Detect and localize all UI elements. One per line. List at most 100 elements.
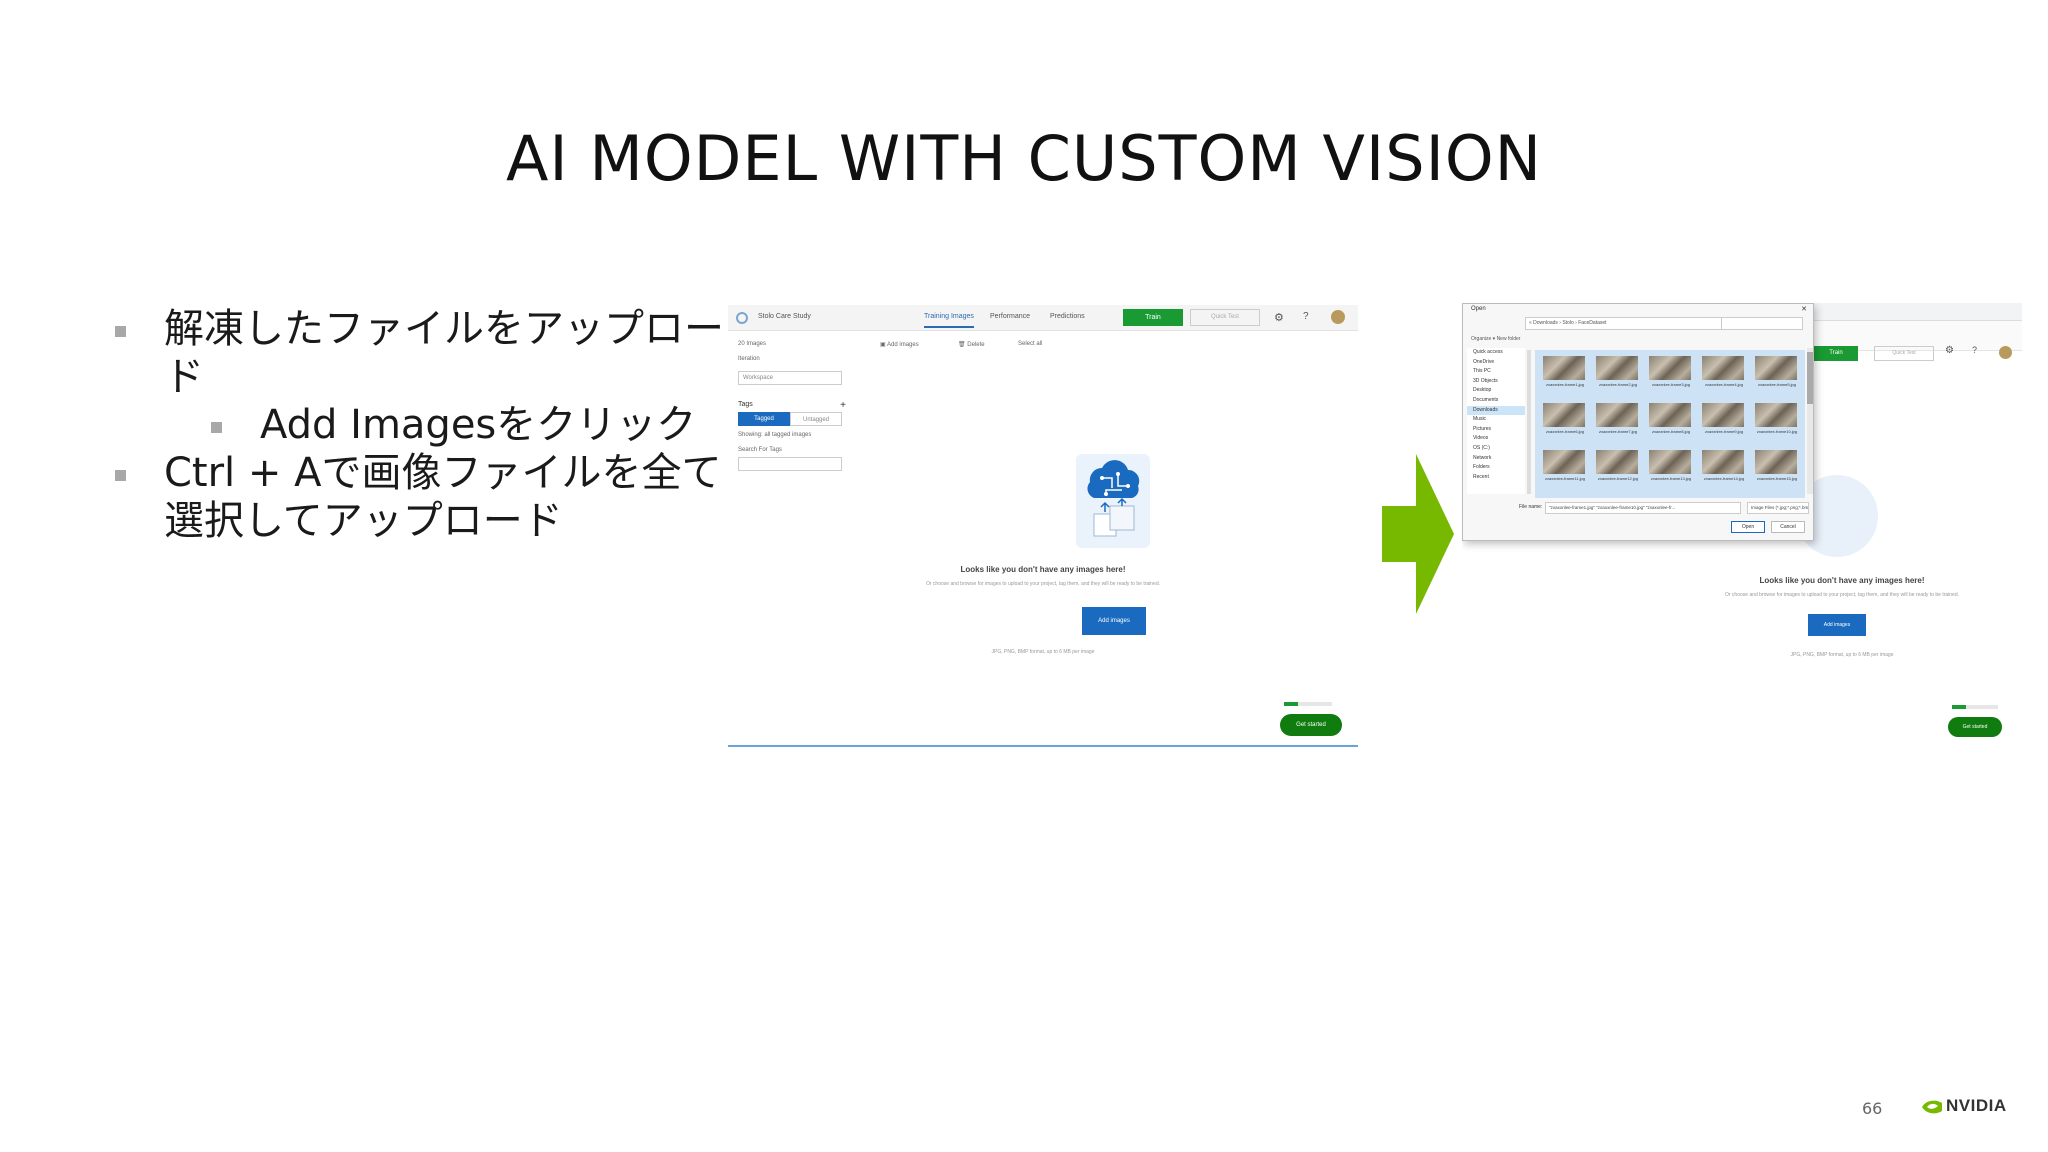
add-images-toolbar-label: Add images — [887, 342, 919, 348]
file-name-label: zxaxxnlee-frame2.jpg — [1598, 382, 1638, 387]
bullet-marker — [115, 470, 126, 481]
file-name-label: zxaxxnlee-frame6.jpg — [1545, 429, 1585, 434]
delete-toolbar-button[interactable]: 🗑 Delete — [958, 342, 985, 348]
quick-test-button[interactable]: Quick Test — [1190, 309, 1260, 326]
file-name-label: zxaxxnlee-frame3.jpg — [1651, 382, 1691, 387]
nav-item[interactable]: Desktop — [1473, 387, 1492, 394]
tagged-toggle[interactable]: Tagged — [738, 412, 790, 426]
app-header: Stolo Care Study Training Images Perform… — [728, 305, 1358, 331]
nav-item[interactable]: OneDrive — [1473, 358, 1495, 365]
file-thumbnail[interactable]: zxaxxnlee-frame5.jpg — [1755, 356, 1799, 398]
image-thumbnail — [1649, 356, 1691, 380]
file-thumbnail[interactable]: zxaxxnlee-frame12.jpg — [1596, 450, 1640, 492]
avatar[interactable] — [1331, 310, 1345, 324]
dialog-toolbar[interactable]: Organize ▾ New folder — [1471, 336, 1521, 342]
nav-item[interactable]: Recent — [1473, 473, 1489, 480]
file-thumbnail[interactable]: zxaxxnlee-frame13.jpg — [1649, 450, 1693, 492]
add-tag-icon[interactable]: + — [840, 400, 846, 411]
formats-note: JPG, PNG, BMP format, up to 6 MB per ima… — [991, 649, 1095, 655]
add-images-toolbar-button[interactable]: ▣ Add images — [880, 342, 919, 348]
file-thumbnail[interactable]: zxaxxnlee-frame4.jpg — [1702, 356, 1746, 398]
file-grid: zxaxxnlee-frame1.jpg zxaxxnlee-frame2.jpg… — [1535, 350, 1805, 498]
nav-item[interactable]: OS (C:) — [1473, 444, 1490, 451]
file-type-select[interactable]: Image Files (*.jpg;*.png;*.bmp) — [1747, 502, 1809, 514]
search-tags-label: Search For Tags — [738, 447, 782, 453]
nav-item[interactable]: Folders — [1473, 464, 1490, 471]
train-button[interactable]: Train — [1123, 309, 1183, 326]
nav-item[interactable]: Downloads — [1467, 405, 1525, 416]
onboarding-progress-fill — [1952, 705, 1966, 709]
project-name: Stolo Care Study — [758, 313, 811, 320]
empty-state-heading: Looks like you don't have any images her… — [1759, 576, 1925, 585]
file-thumbnail[interactable]: zxaxxnlee-frame11.jpg — [1543, 450, 1587, 492]
nav-item[interactable]: This PC — [1473, 368, 1491, 375]
sidebar: 20 Images Iteration Workspace Tags + Tag… — [738, 341, 850, 471]
file-open-dialog: Open ✕ « Downloads › Stolo › FaceDataset… — [1462, 303, 1814, 541]
file-thumbnail[interactable]: zxaxxnlee-frame8.jpg — [1649, 403, 1693, 445]
untagged-toggle[interactable]: Untagged — [790, 412, 842, 426]
image-thumbnail — [1543, 403, 1585, 427]
empty-state-subtext: Or choose and browse for images to uploa… — [1724, 592, 1960, 598]
address-bar[interactable]: « Downloads › Stolo › FaceDataset — [1525, 317, 1763, 330]
tab-predictions[interactable]: Predictions — [1050, 313, 1085, 320]
iteration-select[interactable]: Workspace — [738, 371, 842, 385]
image-thumbnail — [1649, 450, 1691, 474]
nav-item[interactable]: Videos — [1473, 435, 1489, 442]
showing-label: Showing: all tagged images — [738, 432, 812, 438]
file-name-label: zxaxxnlee-frame9.jpg — [1704, 429, 1744, 434]
scrollbar-thumb[interactable] — [1807, 352, 1813, 404]
cancel-button[interactable]: Cancel — [1771, 521, 1805, 533]
select-all-toolbar-button[interactable]: Select all — [1018, 341, 1043, 347]
search-tags-input[interactable] — [738, 457, 842, 471]
close-icon[interactable]: ✕ — [1801, 306, 1807, 313]
file-name-label: zxaxxnlee-frame8.jpg — [1651, 429, 1691, 434]
image-thumbnail — [1596, 450, 1638, 474]
gear-icon[interactable]: ⚙ — [1274, 312, 1284, 324]
custom-vision-logo-icon — [736, 312, 748, 324]
dialog-search-input[interactable] — [1721, 317, 1803, 330]
file-thumbnail[interactable]: zxaxxnlee-frame3.jpg — [1649, 356, 1693, 398]
nav-item[interactable]: Quick access — [1473, 349, 1503, 355]
help-icon[interactable]: ? — [1972, 345, 1978, 355]
file-thumbnail[interactable]: zxaxxnlee-frame2.jpg — [1596, 356, 1640, 398]
train-button[interactable]: Train — [1814, 346, 1858, 361]
gear-icon[interactable]: ⚙ — [1945, 345, 1954, 356]
get-started-button[interactable]: Get started — [1948, 717, 2002, 737]
add-images-button[interactable]: Add images — [1082, 607, 1146, 635]
tab-training-images[interactable]: Training Images — [924, 313, 974, 328]
image-thumbnail — [1755, 403, 1797, 427]
file-grid-scrollbar[interactable] — [1807, 348, 1813, 494]
onboarding-progress-fill — [1284, 702, 1299, 706]
nav-item[interactable]: Documents — [1473, 396, 1499, 403]
nav-item[interactable]: Music — [1473, 416, 1487, 423]
onboarding-progress — [1284, 702, 1332, 706]
help-icon[interactable]: ? — [1303, 311, 1309, 322]
bullet-item: 解凍したファイルをアップロード — [112, 305, 732, 401]
get-started-button[interactable]: Get started — [1280, 714, 1342, 736]
dialog-title: Open — [1471, 306, 1486, 312]
file-thumbnail[interactable]: zxaxxnlee-frame14.jpg — [1702, 450, 1746, 492]
formats-note: JPG, PNG, BMP format, up to 6 MB per ima… — [1790, 652, 1894, 658]
image-thumbnail — [1596, 356, 1638, 380]
avatar[interactable] — [1999, 346, 2012, 359]
file-thumbnail[interactable]: zxaxxnlee-frame9.jpg — [1702, 403, 1746, 445]
file-name-input[interactable]: "zxaxxnlee-frame1.jpg" "zxaxxnlee-frame1… — [1545, 502, 1741, 514]
file-thumbnail[interactable]: zxaxxnlee-frame6.jpg — [1543, 403, 1587, 445]
nav-item[interactable]: Network — [1473, 454, 1492, 461]
file-thumbnail[interactable]: zxaxxnlee-frame1.jpg — [1543, 356, 1587, 398]
onboarding-progress — [1952, 705, 1998, 709]
file-thumbnail[interactable]: zxaxxnlee-frame15.jpg — [1755, 450, 1799, 492]
nav-item[interactable]: 3D Objects — [1473, 377, 1498, 384]
nav-item[interactable]: Pictures — [1473, 425, 1492, 432]
quick-test-button[interactable]: Quick Test — [1874, 346, 1934, 361]
nav-scrollbar[interactable] — [1527, 350, 1531, 494]
bullet-text: Add Imagesをクリック — [260, 402, 697, 448]
add-images-button[interactable]: Add images — [1808, 614, 1866, 636]
open-button[interactable]: Open — [1731, 521, 1765, 533]
tab-performance[interactable]: Performance — [990, 313, 1031, 320]
tags-label: Tags — [738, 401, 753, 408]
bullet-item: Ctrl + Aで画像ファイルを全て選択してアップロード — [112, 449, 732, 545]
file-thumbnail[interactable]: zxaxxnlee-frame10.jpg — [1755, 403, 1799, 445]
file-thumbnail[interactable]: zxaxxnlee-frame7.jpg — [1596, 403, 1640, 445]
cloud-brain-illustration-icon — [1076, 454, 1150, 548]
